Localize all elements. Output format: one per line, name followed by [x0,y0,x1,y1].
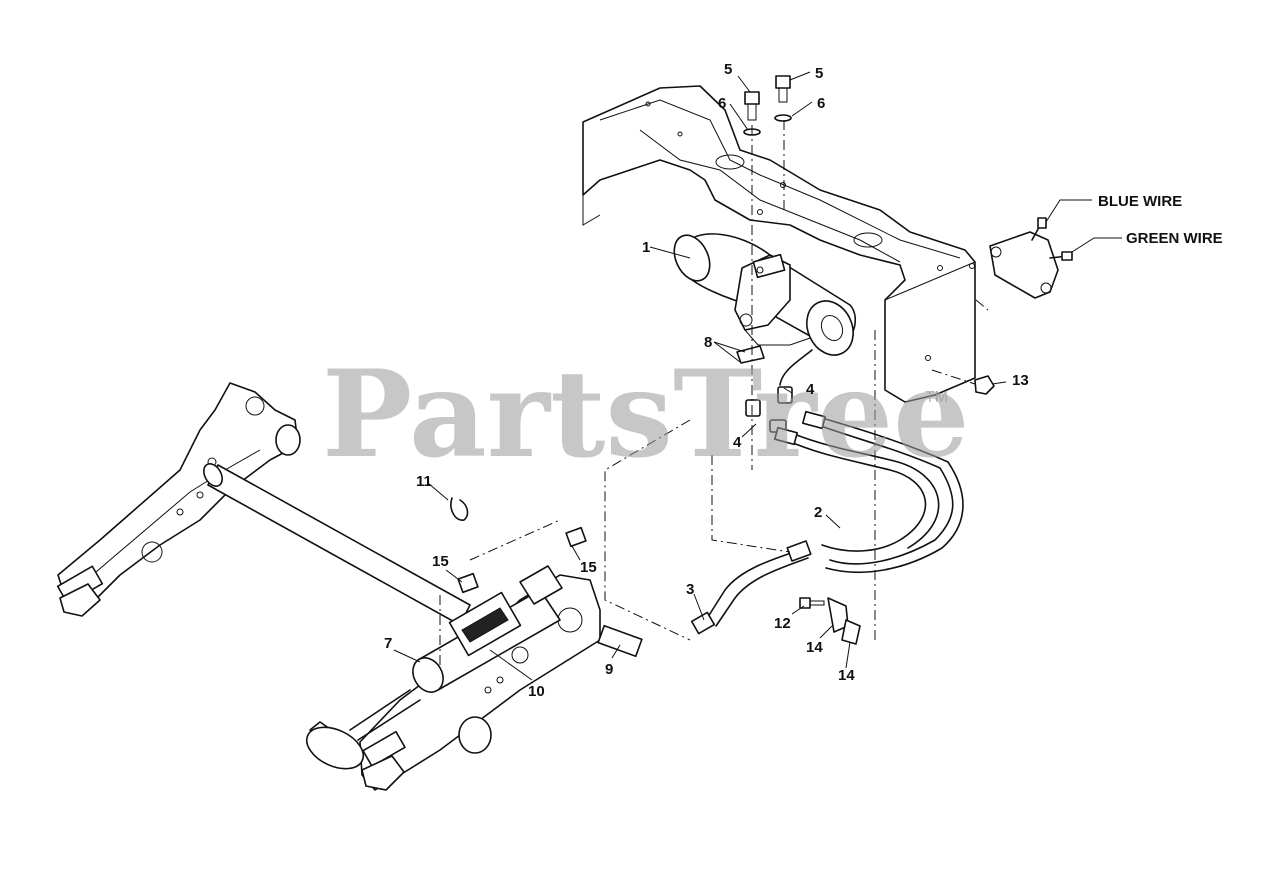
callout-10: 10 [528,683,545,700]
callout-7: 7 [384,635,392,652]
callout-4a: 4 [806,381,815,398]
frame-left [56,382,301,617]
callout-6b: 6 [817,95,825,112]
callout-8: 8 [704,334,712,351]
callout-2: 2 [814,504,822,521]
callout-13: 13 [1012,372,1029,389]
callout-leaders [393,71,1122,681]
callout-11: 11 [416,473,432,490]
callout-14b: 14 [838,667,855,684]
phantom-lines [439,120,989,665]
hydraulic-cylinder [349,565,643,741]
callout-15b: 15 [580,559,597,576]
hydraulic-hoses [690,410,964,635]
watermark: PartsTree [322,344,969,485]
callout-5b: 5 [815,65,823,82]
callout-4b: 4 [733,434,742,451]
callout-1: 1 [642,239,650,256]
nut [974,375,995,395]
blue-wire-label: BLUE WIRE [1098,193,1182,210]
watermark-tm: TM [925,389,948,406]
callout-12: 12 [774,615,791,632]
green-wire-label: GREEN WIRE [1126,230,1223,247]
callout-14a: 14 [806,639,823,656]
pump-fittings [736,345,813,433]
callout-6a: 6 [718,95,726,112]
hose-clamp [799,597,861,645]
callout-9: 9 [605,661,613,678]
callout-numbers: 1 2 3 4 4 5 5 6 6 7 8 9 10 11 12 13 14 1… [384,61,1029,700]
solenoid [989,217,1073,299]
pump-motor [673,233,857,356]
mounting-bracket [582,85,976,403]
callout-5a: 5 [724,61,732,78]
callout-15a: 15 [432,553,449,570]
cylinder-fittings [457,526,587,594]
bolts-washers [743,75,792,136]
callout-3: 3 [686,581,694,598]
hairpin-clip [450,497,469,521]
